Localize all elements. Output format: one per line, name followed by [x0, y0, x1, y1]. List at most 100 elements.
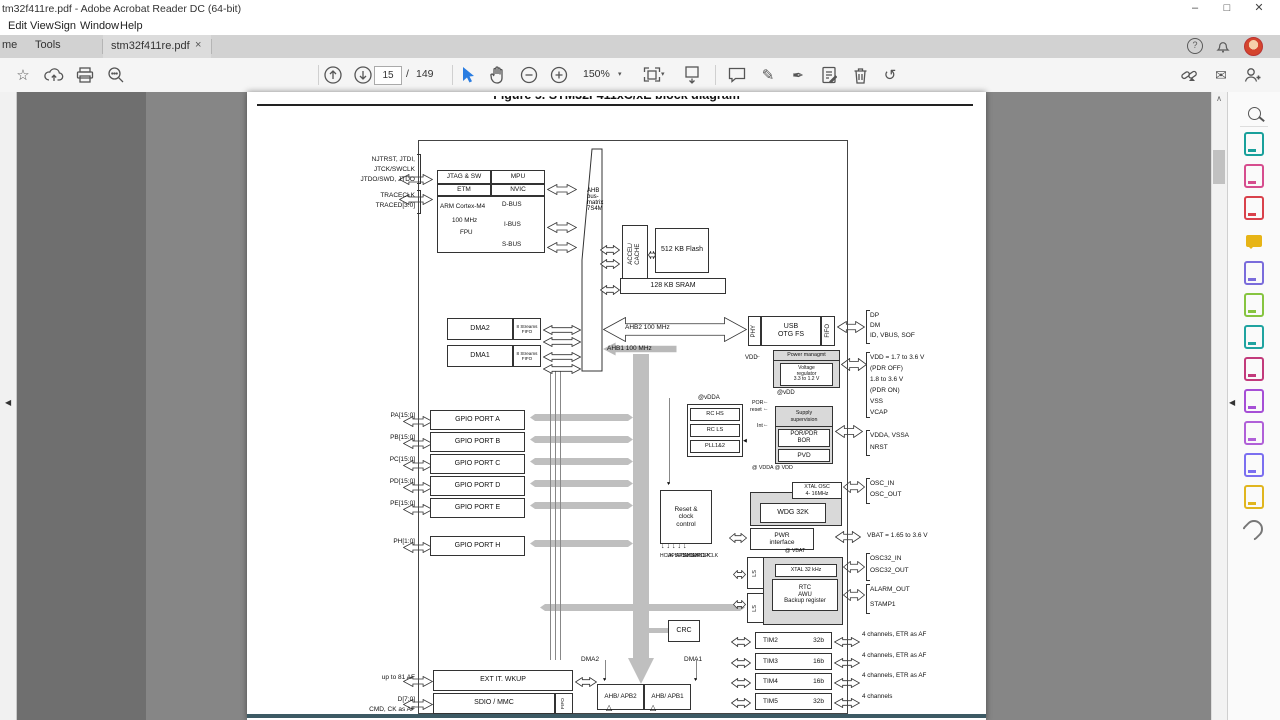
diagram-box-label: XTAL 32 kHz: [791, 567, 822, 573]
diagram-box-label: LS: [752, 570, 758, 577]
diagram-box: 512 KB Flash: [655, 228, 709, 273]
menu-help[interactable]: Help: [116, 20, 147, 32]
previous-page-icon[interactable]: [319, 61, 347, 89]
diagram-box: TIM532b: [755, 693, 832, 710]
delete-trash-icon[interactable]: [846, 61, 874, 89]
scrollbar-up-icon[interactable]: ∧: [1213, 94, 1225, 106]
diagram-box: CRC: [668, 620, 700, 642]
diagram-box-label: GPIO PORT D: [455, 482, 501, 490]
pin-group-bracket: [866, 310, 870, 344]
diagram-label: D-BUS: [502, 202, 522, 209]
scrollbar-thumb[interactable]: [1213, 150, 1225, 184]
diagram-label: 4 channels: [862, 694, 892, 701]
zoom-in-icon[interactable]: [545, 61, 573, 89]
hand-tool-icon[interactable]: [484, 61, 512, 89]
diagram-box: ACCEL/CACHE: [622, 225, 648, 283]
more-tools-icon[interactable]: [1241, 516, 1267, 542]
diagram-box: Reset &clockcontrol: [660, 490, 712, 544]
zoom-dropdown-caret[interactable]: ▾: [618, 70, 622, 78]
diagram-label: ▼: [602, 678, 607, 684]
minimize-button[interactable]: –: [1180, 0, 1210, 17]
diagram-label: JTDO/SWD, JTDO: [335, 176, 415, 183]
diagram-box-sublabel: 16b: [813, 678, 824, 685]
export-pdf-icon[interactable]: [1241, 131, 1267, 157]
compress-pdf-icon[interactable]: [1241, 324, 1267, 350]
sign-pen-icon[interactable]: ✒: [784, 61, 812, 89]
organize-pages-icon[interactable]: [1241, 292, 1267, 318]
share-link-icon[interactable]: [1175, 61, 1203, 89]
window-title: tm32f411re.pdf - Adobe Acrobat Reader DC…: [2, 3, 241, 15]
fit-dropdown-caret[interactable]: ▾: [661, 70, 665, 78]
fill-and-sign-icon[interactable]: [1241, 356, 1267, 382]
diagram-box-label: GPIO PORT B: [455, 438, 500, 446]
diagram-box-label: RC LS: [707, 427, 723, 433]
diagram-box-label: Reset &clockcontrol: [674, 506, 697, 528]
pin-group-bracket: [866, 584, 870, 614]
rotate-icon[interactable]: ↺: [876, 61, 904, 89]
next-page-icon[interactable]: [349, 61, 377, 89]
vertical-scrollbar[interactable]: [1211, 92, 1228, 720]
maximize-button[interactable]: □: [1212, 0, 1242, 17]
share-with-people-icon[interactable]: [1238, 61, 1266, 89]
request-e-signatures-icon[interactable]: [1241, 388, 1267, 414]
diagram-box-label: PVD: [797, 452, 810, 459]
diagram-label: PB[15:0]: [347, 434, 415, 441]
diagram-label: PD[15:0]: [347, 478, 415, 485]
tab-document[interactable]: stm32f411re.pdf ×: [103, 35, 211, 58]
diagram-box: TIM416b: [755, 673, 832, 690]
fill-form-doc-icon[interactable]: [815, 61, 843, 89]
ink-signature-icon[interactable]: [1241, 452, 1267, 478]
edit-pdf-icon[interactable]: [1241, 163, 1267, 189]
diagram-label: 100 MHz: [452, 218, 477, 225]
favorites-star-icon[interactable]: ☆: [9, 61, 37, 89]
highlight-pencil-icon[interactable]: ✎: [754, 61, 782, 89]
diagram-box: Voltageregulator3.3 to 1.2 V: [780, 363, 833, 386]
diagram-box-label: EXT IT. WKUP: [480, 676, 526, 684]
diagram-label: S-BUS: [502, 242, 521, 249]
diagram-box-label: LS: [752, 605, 758, 612]
page-number-input[interactable]: 15: [374, 66, 402, 85]
tab-close-icon[interactable]: ×: [195, 39, 201, 51]
diagram-label: reset: [750, 408, 762, 414]
page-scrolling-icon[interactable]: [678, 61, 706, 89]
zoom-level-value[interactable]: 150%: [583, 68, 610, 80]
diagram-label: I-BUS: [504, 222, 521, 229]
cloud-upload-icon[interactable]: [40, 61, 68, 89]
zoom-out-icon[interactable]: [515, 61, 543, 89]
find-icon[interactable]: [102, 61, 130, 89]
diagram-label: AHB1 100 MHz: [607, 345, 652, 352]
diagram-box: LS: [747, 593, 764, 623]
email-icon[interactable]: ✉: [1207, 61, 1235, 89]
comment-bubble-icon[interactable]: [723, 61, 751, 89]
close-button[interactable]: ✕: [1244, 0, 1274, 17]
nav-pane-collapse-icon[interactable]: ◀: [5, 398, 11, 407]
diagram-label: VSS: [870, 398, 883, 405]
diagram-label: TRACED[3:0]: [335, 202, 415, 209]
diagram-label: DMA1: [684, 656, 702, 663]
create-pdf-icon[interactable]: [1241, 195, 1267, 221]
print-icon[interactable]: [71, 61, 99, 89]
tab-home-partial[interactable]: me: [2, 39, 17, 51]
help-icon[interactable]: ?: [1187, 38, 1203, 54]
diagram-box: WDG 32K: [760, 503, 826, 523]
send-for-comments-icon[interactable]: [1241, 484, 1267, 510]
tab-bar: me Tools stm32f411re.pdf × ?: [0, 35, 1280, 58]
edit-pdf-glyph: [1244, 164, 1264, 188]
diagram-box: XTAL OSC4- 16MHz: [792, 482, 842, 499]
tools-panel-collapse-icon[interactable]: ◀: [1229, 398, 1235, 407]
tab-tools[interactable]: Tools: [35, 39, 61, 51]
profile-avatar[interactable]: [1244, 37, 1263, 56]
diagram-label: CMD, CK as AF: [327, 706, 415, 713]
diagram-box: RC HS: [690, 408, 740, 421]
diagram-label: 1.8 to 3.6 V: [870, 376, 903, 383]
diagram-label: OSC_OUT: [870, 491, 901, 498]
notifications-bell-icon[interactable]: [1216, 40, 1230, 59]
diagram-box: GPIO PORT D: [430, 476, 525, 496]
combine-files-icon[interactable]: [1241, 260, 1267, 286]
search-tool-icon[interactable]: [1241, 100, 1267, 126]
select-tool-cursor-icon[interactable]: [454, 61, 482, 89]
diagram-box-sublabel: 32b: [813, 698, 824, 705]
prepare-form-icon[interactable]: [1241, 420, 1267, 446]
comment-icon[interactable]: [1241, 228, 1267, 254]
